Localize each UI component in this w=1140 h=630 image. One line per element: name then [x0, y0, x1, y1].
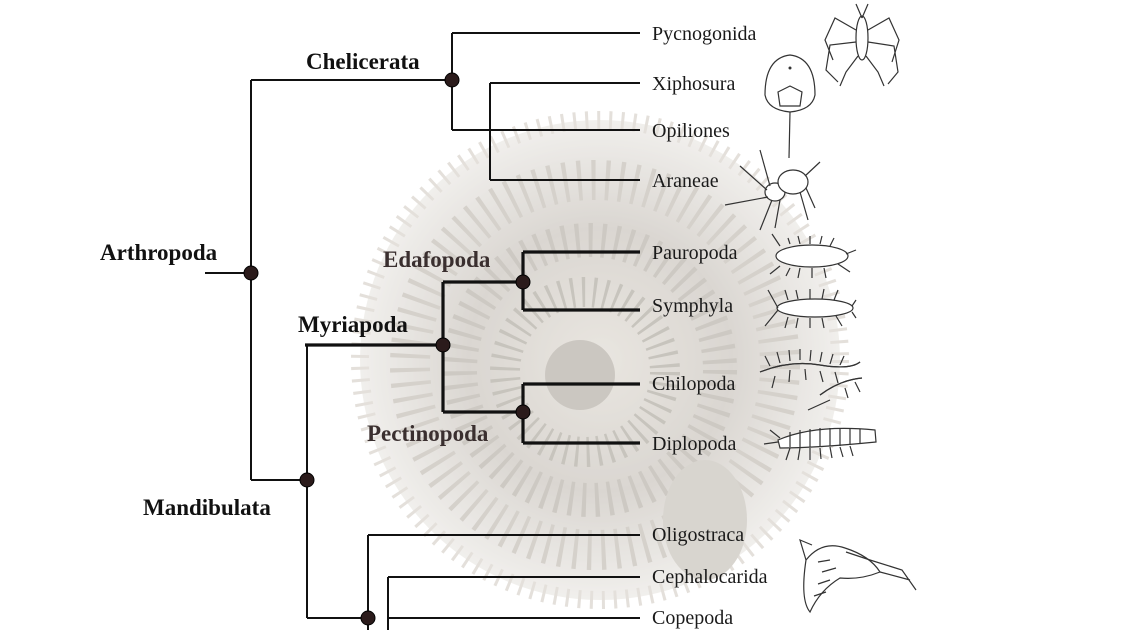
taxon-label-copepoda: Copepoda — [652, 607, 733, 629]
taxon-label-symphyla: Symphyla — [652, 295, 733, 317]
taxon-label-xiphosura: Xiphosura — [652, 73, 735, 95]
taxon-labels: Pycnogonida Xiphosura Opiliones Araneae … — [652, 23, 768, 629]
horseshoe-crab-icon — [764, 54, 816, 159]
node-mandibulata — [299, 472, 315, 488]
clade-label-myriapoda: Myriapoda — [298, 312, 408, 337]
clade-label-mandibulata: Mandibulata — [143, 495, 271, 520]
tree-nodes — [243, 72, 531, 626]
clade-label-edafopoda: Edafopoda — [383, 247, 491, 272]
pauropod-icon — [769, 233, 857, 279]
node-edafopoda — [515, 274, 531, 290]
clade-label-pectinopoda: Pectinopoda — [367, 421, 489, 446]
spider-icon — [724, 149, 821, 231]
node-arthropoda — [243, 265, 259, 281]
taxon-label-opiliones: Opiliones — [652, 120, 730, 142]
clade-label-arthropoda: Arthropoda — [100, 240, 218, 265]
cephalocarid-icon — [799, 538, 917, 614]
node-chelicerata — [444, 72, 460, 88]
taxon-label-diplopoda: Diplopoda — [652, 433, 737, 455]
taxon-label-pycnogonida: Pycnogonida — [652, 23, 757, 45]
coiled-millipede-photo — [351, 111, 849, 609]
node-pectinopoda — [515, 404, 531, 420]
clade-labels: Arthropoda Chelicerata Mandibulata Myria… — [100, 49, 491, 520]
symphylan-icon — [764, 288, 857, 329]
clade-label-chelicerata: Chelicerata — [306, 49, 420, 74]
taxon-label-pauropoda: Pauropoda — [652, 242, 738, 264]
sea-spider-icon — [824, 3, 900, 87]
node-crustacea — [360, 610, 376, 626]
taxon-label-araneae: Araneae — [652, 170, 719, 192]
taxon-label-chilopoda: Chilopoda — [652, 373, 735, 395]
centipede-icon — [759, 349, 863, 411]
node-myriapoda — [435, 337, 451, 353]
taxon-label-cephalocarida: Cephalocarida — [652, 566, 768, 588]
taxon-label-oligostraca: Oligostraca — [652, 524, 744, 546]
tree-branches — [205, 32, 640, 630]
millipede-icon — [763, 427, 877, 461]
